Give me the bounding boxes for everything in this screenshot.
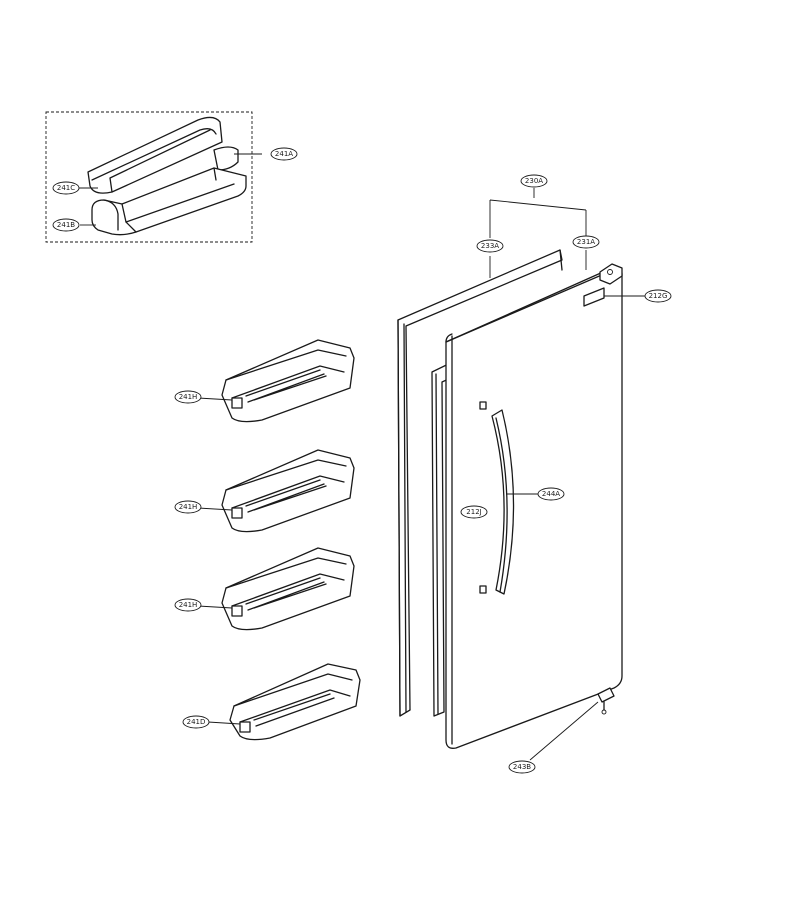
callout-241H-3: 241H xyxy=(174,598,202,612)
callout-231A: 231A xyxy=(572,235,600,249)
svg-text:241H: 241H xyxy=(179,503,198,511)
svg-text:231A: 231A xyxy=(577,238,595,246)
callout-243B: 243B xyxy=(508,760,536,774)
callout-241D: 241D xyxy=(182,715,210,729)
callout-244A: 244A xyxy=(537,487,565,501)
svg-text:244A: 244A xyxy=(542,490,560,498)
svg-text:241A: 241A xyxy=(275,150,293,158)
callout-241A: 241A xyxy=(270,147,298,161)
callout-241B: 241B xyxy=(52,218,80,232)
callout-212G: 212G xyxy=(644,289,672,303)
svg-text:233A: 233A xyxy=(481,242,499,250)
door-bin-3 xyxy=(221,547,355,631)
svg-text:241H: 241H xyxy=(179,393,198,401)
callout-241C: 241C xyxy=(52,181,80,195)
svg-text:212J: 212J xyxy=(466,508,481,516)
door-bin-4 xyxy=(229,663,361,741)
callout-233A: 233A xyxy=(476,239,504,253)
door-handle xyxy=(479,401,515,595)
door-bin-2 xyxy=(221,449,355,533)
dairy-bin-cover xyxy=(87,116,239,194)
callout-230A: 230A xyxy=(520,174,548,188)
dairy-bin-inset xyxy=(45,111,253,243)
svg-text:241B: 241B xyxy=(57,221,75,229)
dairy-bin-tray xyxy=(91,167,247,236)
svg-text:243B: 243B xyxy=(513,763,531,771)
callout-241H-1: 241H xyxy=(174,390,202,404)
door-gasket xyxy=(397,249,563,717)
svg-text:241H: 241H xyxy=(179,601,198,609)
callout-212J: 212J xyxy=(460,505,488,519)
svg-text:230A: 230A xyxy=(525,177,543,185)
door-panel xyxy=(431,263,623,749)
svg-text:241D: 241D xyxy=(187,718,206,726)
svg-text:241C: 241C xyxy=(57,184,75,192)
callout-241H-2: 241H xyxy=(174,500,202,514)
svg-text:212G: 212G xyxy=(649,292,668,300)
door-bin-1 xyxy=(221,339,355,423)
